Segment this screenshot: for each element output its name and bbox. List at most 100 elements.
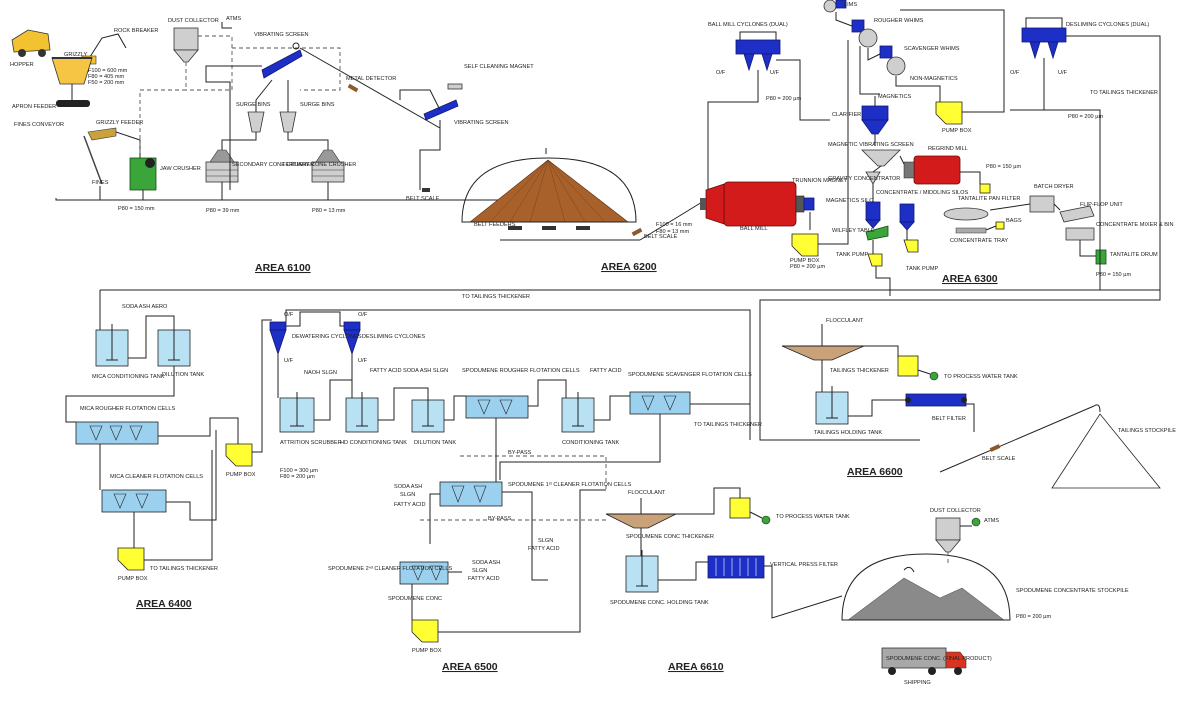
label-spod-conc-thickener: SPODUMENE CONC THICKENER: [626, 534, 714, 540]
coarse-ore-stockpile: [469, 159, 629, 223]
label-gravity-conc: GRAVITY CONCENTRATOR: [828, 176, 900, 182]
rougher-whims: [851, 19, 878, 48]
concentrate-tray: [955, 227, 987, 234]
tertiary-cone-crusher: [311, 149, 345, 183]
label-belt-scale-3: BELT SCALE: [982, 456, 1016, 462]
label-p80-200um-1: P80 = 200 µm: [766, 96, 801, 102]
tantalite-bags: [995, 221, 1005, 230]
label-uf-4: U/F: [358, 358, 368, 364]
label-mica-cond-tank: MICA CONDITIONING TANK: [92, 374, 165, 380]
label-spodumene-conc: SPODUMENE CONC: [388, 596, 442, 602]
area-6610-title: AREA 6610: [668, 661, 724, 673]
label-flocculant-2: FLOCCULANT: [826, 318, 864, 324]
label-magnetics-silo: MAGNETICS SILO: [826, 198, 874, 204]
label-dust-collector-2: DUST COLLECTOR: [930, 508, 981, 514]
surge-bin-1: [247, 111, 265, 133]
ball-mill-cyclones: [735, 31, 781, 72]
dust-collector-2: [935, 517, 961, 541]
label-magnetics: MAGNETICS: [878, 94, 912, 100]
label-surge-bins-2: SURGE BINS: [300, 102, 335, 108]
label-spod-1st-cleaner: SPODUMENE 1ˢᵗ CLEANER FLOTATION CELLS: [508, 481, 631, 488]
process-water-pumpbox-1: [729, 497, 751, 519]
label-concentrate-tray: CONCENTRATE TRAY: [950, 238, 1008, 244]
label-conc-middling-silos: CONCENTRATE / MIDDLING SILOS: [876, 190, 968, 196]
label-mica-cleaner: MICA CLEANER FLOTATION CELLS: [110, 474, 203, 480]
spodumene-stockpile-area: [841, 517, 1011, 675]
label-clarifier: CLARIFIER: [832, 112, 861, 118]
vibrating-screen-2: [423, 99, 459, 121]
label-dilution-tank-2: DILUTION TANK: [414, 440, 456, 446]
label-conditioning-tank: CONDITIONING TANK: [562, 440, 620, 446]
batch-dryer: [1029, 195, 1055, 213]
label-soda-ash-aero: SODA ASH AERO: [122, 304, 168, 310]
label-p80-200um-4: P80 = 200 µm: [1016, 614, 1051, 620]
magnetics-silo: [865, 201, 881, 229]
label-pump-box-2: PUMP BOX: [942, 128, 972, 134]
mica-cleaner-cells: [101, 489, 167, 513]
label-fatty-acid-4: FATTY ACID: [468, 576, 500, 582]
label-p80-200um-2: P80 = 200 µm: [790, 264, 825, 270]
label-f80-200um: F80 = 200 µm: [280, 474, 315, 480]
tailings-thickener: [781, 345, 865, 361]
pump-box-5: [411, 619, 439, 643]
label-of-1: O/F: [716, 70, 726, 76]
label-belt-feeders: BELT FEEDERS: [474, 222, 516, 228]
spodumene-rougher-cells: [465, 395, 529, 419]
label-rock-breaker: ROCK BREAKER: [114, 28, 158, 34]
label-uf-2: U/F: [1058, 70, 1068, 76]
label-pump-box-5: PUMP BOX: [412, 648, 442, 654]
area-6200: [461, 31, 849, 257]
label-flocculant-1: FLOCCULANT: [628, 490, 666, 496]
label-p80-150um-1: P80 = 150 µm: [986, 164, 1021, 170]
area-6500-title: AREA 6500: [442, 661, 498, 673]
vibrating-screen-1: [261, 49, 303, 79]
haul-truck-icon: [11, 29, 51, 57]
label-dilution-tank-1: DILUTION TANK: [162, 372, 204, 378]
label-bags: BAGS: [1006, 218, 1022, 224]
spodumene-conc-thickener: [605, 513, 677, 529]
label-surge-bins-1: SURGE BINS: [236, 102, 271, 108]
process-water-pumpbox-2: [897, 355, 919, 377]
label-tank-pump-2: TANK PUMP: [906, 266, 938, 272]
label-of-4: O/F: [358, 312, 368, 318]
label-p80-150um-2: P80 = 150 µm: [1096, 272, 1131, 278]
area-6300-title: AREA 6300: [942, 273, 998, 285]
label-trunnion-magnet: TRUNNION MAGNET: [792, 178, 848, 184]
pump-box-1: [791, 233, 819, 257]
label-pump-box-1: PUMP BOX: [790, 258, 820, 264]
label-to-tailings-2: TO TAILINGS THICKENER: [150, 566, 218, 572]
process-water-pump-2: [929, 371, 939, 381]
label-apron-feeder: APRON FEEDER: [12, 104, 56, 110]
final-product-truck: [881, 647, 967, 675]
label-tantalite-drum: TANTALITE DRUM: [1110, 252, 1158, 258]
label-tertiary-cone: TERTIARY CONE CRUSHER: [282, 162, 356, 168]
belt-scale-1: [422, 188, 430, 192]
label-fines: FINES: [92, 180, 109, 186]
label-lims: LIMS: [844, 2, 857, 8]
label-wilfley-table: WILFLEY TABLE: [832, 228, 875, 234]
label-truck: SPODUMENE CONC. (FINAL PRODUCT): [886, 656, 992, 662]
spodumene-2nd-cleaner-cells: [399, 561, 449, 585]
label-regrind-mill: REGRIND MILL: [928, 146, 968, 152]
label-ball-mill-cyclones: BALL MILL CYCLONES (DUAL): [708, 22, 788, 28]
label-uf-1: U/F: [770, 70, 780, 76]
label-p80-200um-3: P80 = 200 µm: [1068, 114, 1103, 120]
belt-filter: [905, 393, 967, 407]
label-secondary-cone: SECONDARY CONE CRUSHER: [232, 162, 314, 168]
concentrate-mixer-bin: [1065, 227, 1095, 241]
belt-feeders: [500, 226, 640, 241]
area-6100: [11, 22, 600, 201]
label-to-tailings-3: TO TAILINGS THICKENER: [694, 422, 762, 428]
area-6610: [605, 487, 843, 619]
mica-rougher-cells: [75, 421, 159, 445]
label-conc-mixer-bin: CONCENTRATE MIXER & BIN: [1096, 222, 1174, 228]
dilution-tank-1: [157, 324, 191, 367]
clarifier: [861, 105, 889, 135]
label-fatty-acid-3: FATTY ACID: [528, 546, 560, 552]
label-pump-box-4: PUMP BOX: [226, 472, 256, 478]
label-f80-13mm: F80 = 13 mm: [656, 229, 689, 235]
label-tailings-thickener: TAILINGS THICKENER: [830, 368, 889, 374]
label-slgn-1: SLGN: [400, 492, 415, 498]
label-ball-mill: BALL MILL: [740, 226, 767, 232]
